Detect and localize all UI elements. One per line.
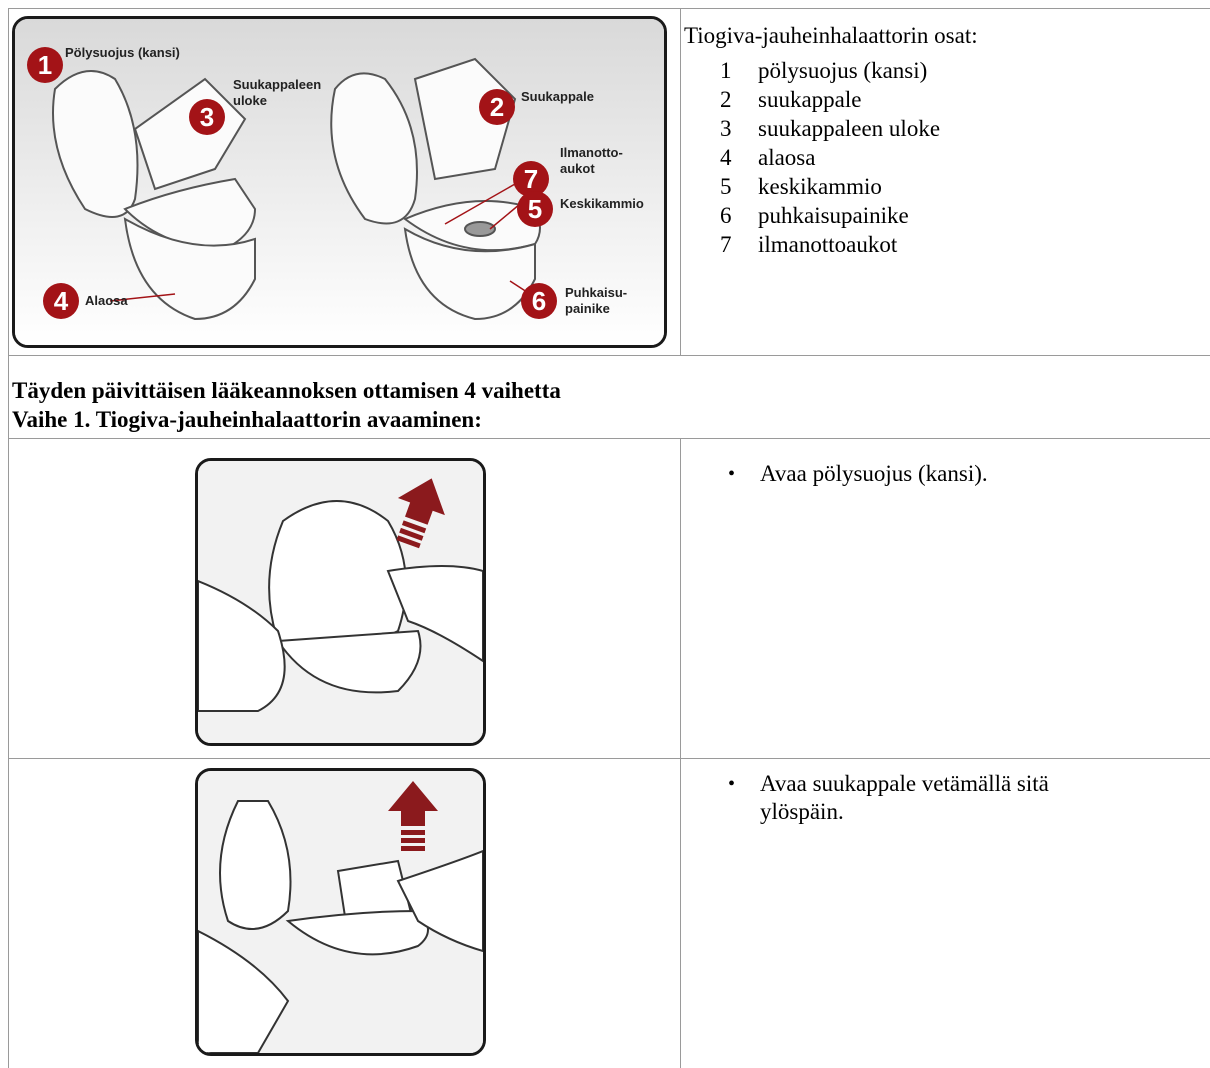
list-item-number: 7 [720, 230, 758, 259]
callout-label-2: Suukappale [521, 89, 594, 105]
bullet-icon: • [728, 770, 760, 826]
callout-1: 1 [27, 47, 63, 83]
list-item-label: puhkaisupainike [758, 201, 909, 230]
section-heading: Täyden päivittäisen lääkeannoksen ottami… [12, 377, 561, 405]
callout-label-3: Suukappaleen uloke [233, 77, 323, 109]
callout-label-4: Alaosa [85, 293, 128, 309]
callout-label-6: Puhkaisu- painike [565, 285, 625, 317]
parts-title: Tiogiva-jauheinhalaattorin osat: [684, 22, 978, 50]
callout-6: 6 [521, 283, 557, 319]
step-text: Avaa pölysuojus (kansi). [760, 460, 1160, 488]
table-border-left [8, 8, 9, 1068]
list-item-number: 2 [720, 85, 758, 114]
callout-label-5: Keskikammio [560, 196, 644, 212]
table-border-top [8, 8, 1210, 9]
list-item-label: keskikammio [758, 172, 882, 201]
step-text: Avaa suukappale vetämällä sitä ylöspäin. [760, 770, 1120, 826]
list-item-number: 6 [720, 201, 758, 230]
callout-label-7: Ilmanotto- aukot [560, 145, 620, 177]
callout-4: 4 [43, 283, 79, 319]
inhaler-parts-diagram: 1 Pölysuojus (kansi) 3 Suukappaleen ulok… [12, 16, 667, 348]
callout-5: 5 [517, 191, 553, 227]
list-item-label: suukappaleen uloke [758, 114, 940, 143]
callout-label-1: Pölysuojus (kansi) [65, 45, 180, 61]
step-heading: Vaihe 1. Tiogiva-jauheinhalaattorin avaa… [12, 406, 482, 434]
table-divider [8, 355, 1210, 356]
open-cap-illustration [195, 458, 486, 746]
table-divider [8, 438, 1210, 439]
list-item-number: 3 [720, 114, 758, 143]
column-divider [680, 8, 681, 355]
table-divider [8, 758, 1210, 759]
bullet-icon: • [728, 460, 760, 488]
list-item-label: pölysuojus (kansi) [758, 56, 927, 85]
open-mouthpiece-illustration [195, 768, 486, 1056]
list-item-label: suukappale [758, 85, 861, 114]
step-instruction: • Avaa pölysuojus (kansi). [728, 460, 1160, 488]
list-item-number: 1 [720, 56, 758, 85]
callout-3: 3 [189, 99, 225, 135]
callout-2: 2 [479, 89, 515, 125]
list-item-number: 5 [720, 172, 758, 201]
list-item-label: ilmanottoaukot [758, 230, 897, 259]
list-item-label: alaosa [758, 143, 815, 172]
list-item-number: 4 [720, 143, 758, 172]
step-instruction: • Avaa suukappale vetämällä sitä ylöspäi… [728, 770, 1120, 826]
column-divider [680, 438, 681, 1068]
